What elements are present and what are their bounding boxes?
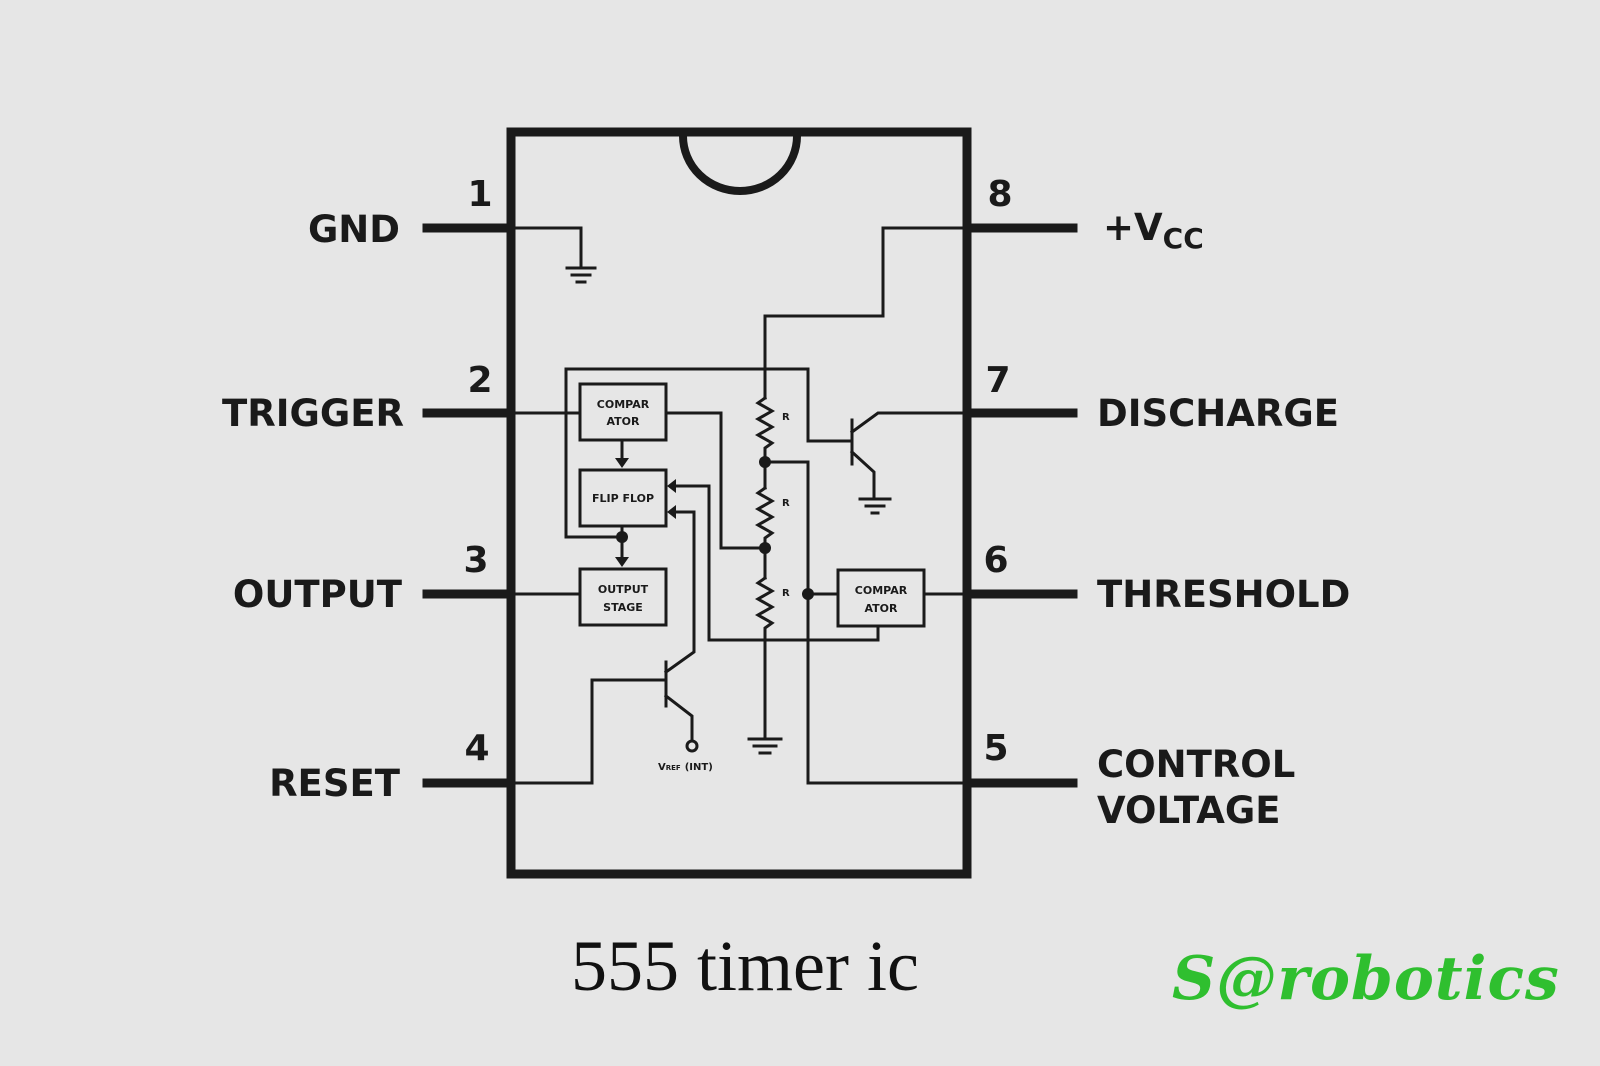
ic-package-body [506, 127, 972, 879]
brand-watermark: S@robotics [1172, 944, 1560, 1014]
pin5-number: 5 [983, 728, 1008, 769]
pin2-label: TRIGGER [222, 392, 404, 435]
vcc-wire [763, 226, 969, 400]
control-voltage-wire [763, 460, 969, 785]
comparator-right-block [836, 568, 926, 628]
resistor-label-3: R [782, 588, 790, 599]
ic-notch [678, 131, 802, 195]
pin1-label: GND [308, 208, 400, 251]
pin6-label: THRESHOLD [1097, 573, 1350, 616]
pin4-label: RESET [269, 762, 401, 805]
comparator-right-label-1: COMPAR [855, 584, 908, 597]
output-stage-block [578, 567, 668, 627]
arrow-ff-to-output [615, 557, 629, 567]
pin7-number: 7 [985, 360, 1010, 401]
caption-title: 555 timer ic [571, 926, 919, 1006]
pin8-number: 8 [987, 174, 1012, 215]
junction-ff-output [616, 531, 628, 543]
reset-wire [509, 678, 666, 785]
comparator-top-label-1: COMPAR [597, 398, 650, 411]
comparator-top-block [578, 382, 668, 442]
pin8-label: +VCC [1103, 206, 1204, 255]
output-stage-label-2: STAGE [603, 601, 643, 614]
resistor-divider [747, 395, 783, 755]
reset-transistor [663, 510, 699, 753]
flip-flop-label: FLIP FLOP [592, 492, 654, 505]
pin7-label: DISCHARGE [1097, 392, 1339, 435]
pin5-label-line1: CONTROL [1097, 743, 1295, 786]
pin5-label-line2: VOLTAGE [1097, 789, 1281, 832]
pin1-number: 1 [467, 174, 492, 215]
arrow-comp-to-ff [615, 458, 629, 468]
discharge-transistor [849, 411, 969, 515]
arrow-comp-right-to-ff [667, 479, 676, 493]
pin3-label: OUTPUT [233, 573, 403, 616]
gnd-wire [509, 226, 597, 284]
comparator-top-label-2: ATOR [607, 415, 641, 428]
discharge-drive-wire [564, 367, 852, 539]
junction-divider-low [759, 542, 771, 554]
junction-control [802, 588, 814, 600]
comp-right-out-wire [674, 484, 880, 642]
pin2-number: 2 [467, 360, 492, 401]
pin6-number: 6 [983, 540, 1008, 581]
vref-label: VREF(INT) [658, 762, 713, 773]
comparator-top-ref-wire [664, 411, 767, 550]
pin4-number: 4 [464, 728, 489, 769]
resistor-label-2: R [782, 498, 790, 509]
comparator-right-label-2: ATOR [865, 602, 899, 615]
junction-divider-top [759, 456, 771, 468]
resistor-label-1: R [782, 412, 790, 423]
output-stage-label-1: OUTPUT [598, 583, 649, 596]
arrow-reset-to-ff [667, 505, 676, 519]
pin3-number: 3 [463, 540, 488, 581]
